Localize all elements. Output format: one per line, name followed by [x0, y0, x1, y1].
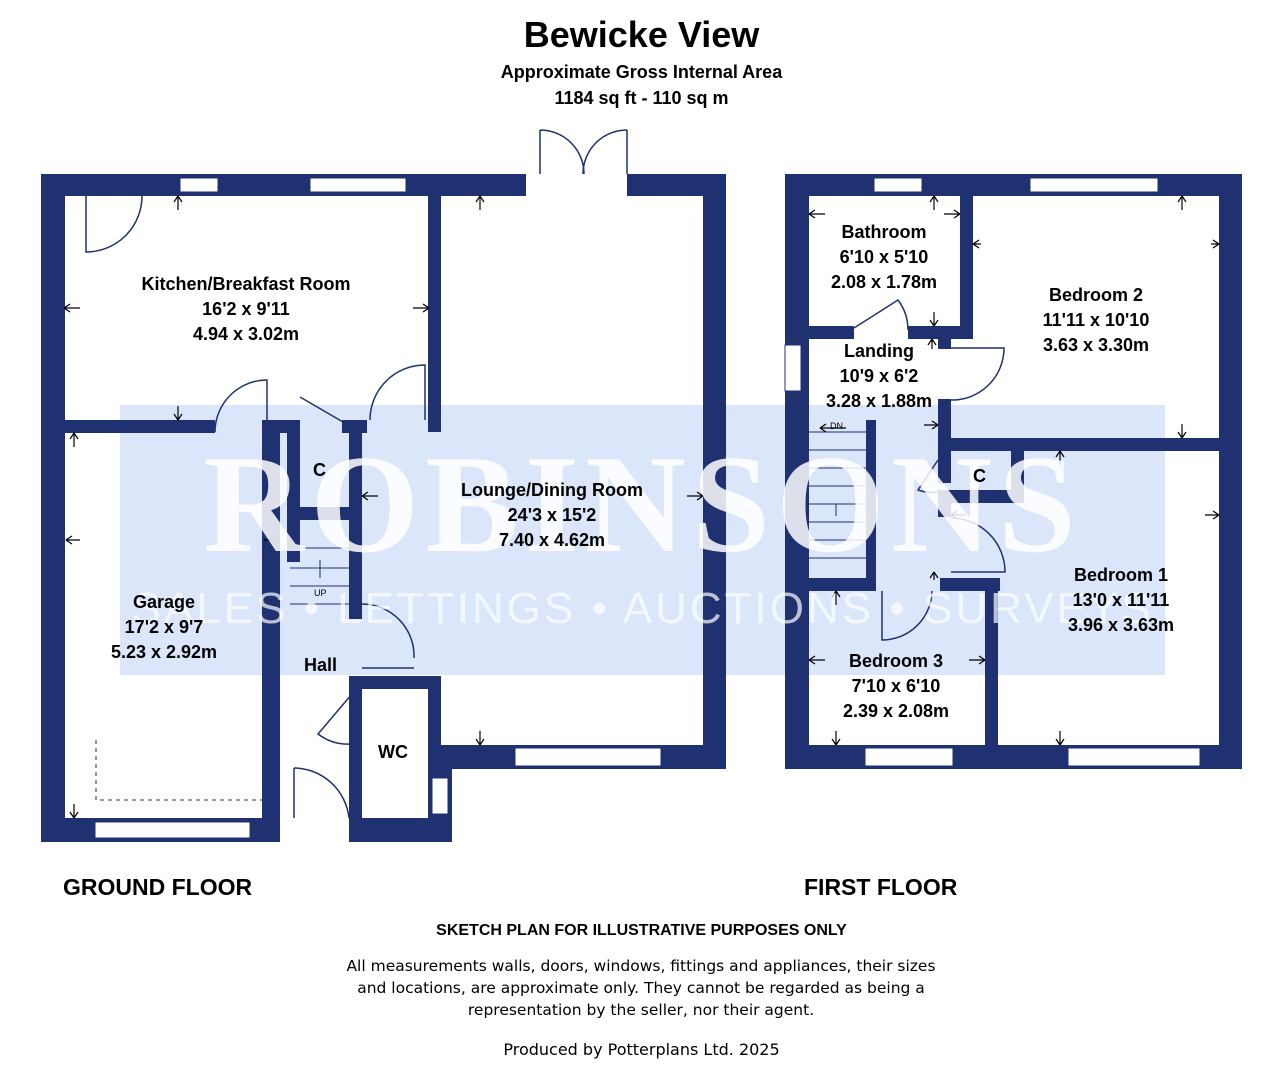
plan-title: Bewicke View [523, 14, 760, 55]
first-floor-doors [853, 298, 1006, 641]
first-stairs [809, 431, 866, 559]
producer-credit: Produced by Potterplans Ltd. 2025 [503, 1040, 780, 1059]
first-floor-windows [784, 177, 1201, 767]
room-kitchen: Kitchen/Breakfast Room 16'2 x 9'11 4.94 … [141, 274, 351, 344]
measurement-arrows [63, 195, 1220, 819]
ground-stairs-label: UP [314, 588, 327, 598]
room-garage: Garage 17'2 x 9'7 5.23 x 2.92m [110, 592, 218, 662]
room-lounge: Lounge/Dining Room 24'3 x 15'2 7.40 x 4.… [461, 480, 643, 550]
room-landing: Landing 10'9 x 6'2 3.28 x 1.88m [825, 341, 933, 411]
room-hall: Hall [304, 655, 338, 675]
room-bedroom-1: Bedroom 1 13'0 x 11'11 3.96 x 3.63m [1067, 565, 1175, 635]
area-value: 1184 sq ft - 110 sq m [554, 88, 729, 108]
room-bathroom: Bathroom 6'10 x 5'10 2.08 x 1.78m [830, 222, 938, 292]
ground-floor-label: GROUND FLOOR [63, 874, 253, 900]
first-stairs-label: DN [830, 421, 843, 431]
watermark-services: SALES • LETTINGS • AUCTIONS • SURVEYS [131, 584, 1154, 633]
area-subtitle: Approximate Gross Internal Area [500, 62, 783, 82]
first-cupboard-label: C [973, 466, 986, 486]
disclaimer-text: All measurements walls, doors, windows, … [346, 957, 936, 1019]
disclaimer-heading: SKETCH PLAN FOR ILLUSTRATIVE PURPOSES ON… [436, 922, 847, 939]
watermark-brand: ROBINSONS [203, 427, 1082, 582]
room-bedroom-3: Bedroom 3 7'10 x 6'10 2.39 x 2.08m [842, 651, 950, 721]
first-floor-label: FIRST FLOOR [804, 874, 958, 900]
ground-floor-doors [85, 129, 628, 819]
ground-cupboard-label: C [313, 460, 326, 480]
ground-stairs [290, 547, 349, 605]
ground-floor-windows [94, 177, 662, 839]
room-wc: WC [378, 742, 408, 762]
room-bedroom-2: Bedroom 2 11'11 x 10'10 3.63 x 3.30m [1042, 285, 1150, 355]
